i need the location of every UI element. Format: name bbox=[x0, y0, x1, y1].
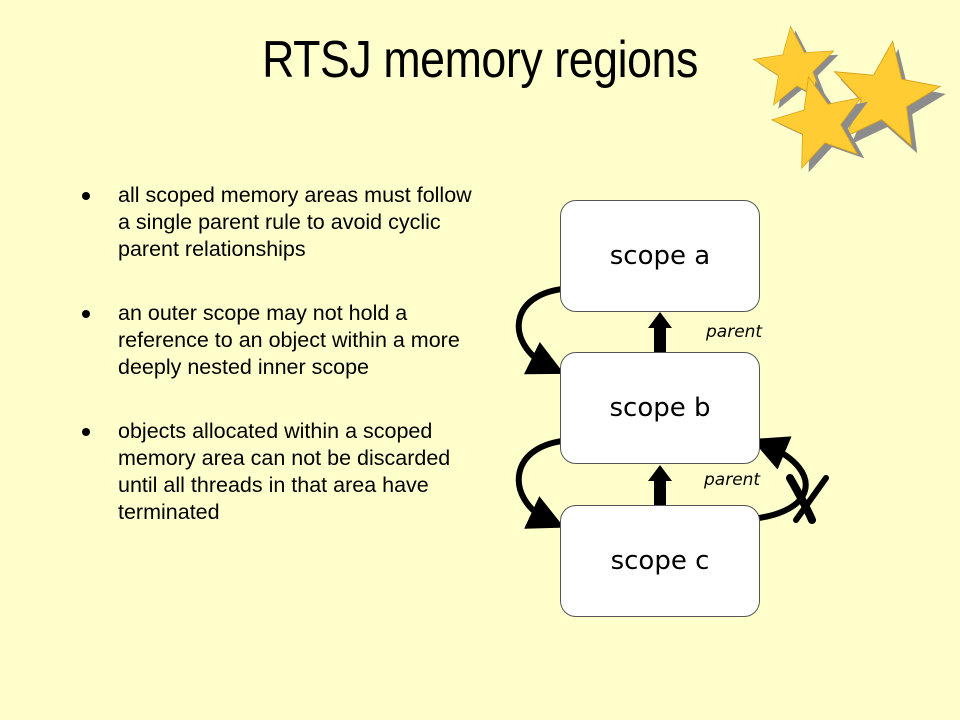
bullet-item: objects allocated within a scoped memory… bbox=[78, 418, 478, 526]
bullet-item: all scoped memory areas must follow a si… bbox=[78, 182, 478, 263]
parent-arrow-c-to-b bbox=[648, 465, 672, 506]
parent-label-a-b: parent bbox=[706, 322, 763, 342]
slide-title: RTSJ memory regions bbox=[262, 31, 698, 89]
bullet-icon bbox=[82, 428, 90, 436]
star-icon bbox=[750, 21, 844, 111]
bullet-list: all scoped memory areas must follow a si… bbox=[78, 182, 478, 563]
bullet-item: an outer scope may not hold a reference … bbox=[78, 300, 478, 381]
stars-decoration bbox=[750, 21, 952, 177]
forbidden-x-icon bbox=[786, 474, 829, 524]
scope-a-box: scope a bbox=[560, 200, 760, 312]
scope-b-box: scope b bbox=[560, 352, 760, 464]
parent-arrow-b-to-a bbox=[648, 312, 672, 355]
bullet-icon bbox=[82, 192, 90, 200]
parent-label-b-c: parent bbox=[704, 470, 761, 490]
scope-c-box: scope c bbox=[560, 505, 760, 617]
bullet-icon bbox=[82, 310, 90, 318]
